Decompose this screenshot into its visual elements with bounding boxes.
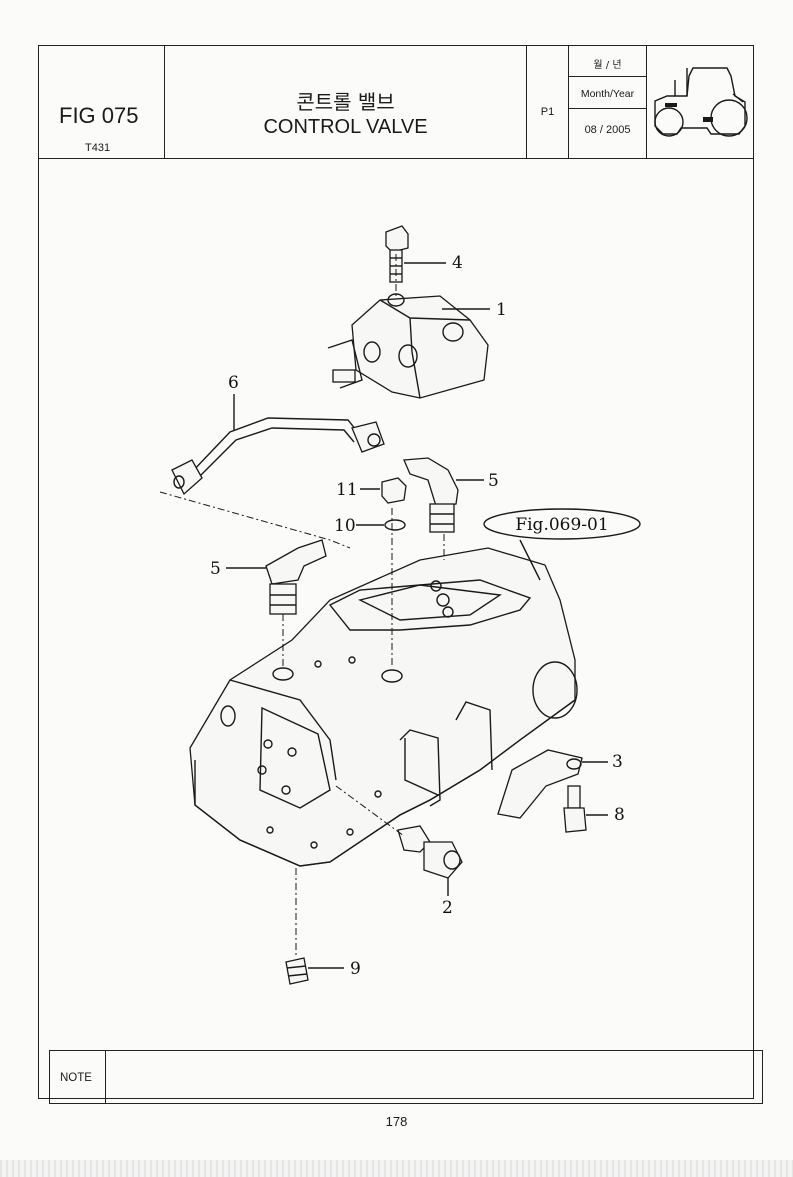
title-cell: 콘트롤 밸브 CONTROL VALVE	[165, 46, 527, 159]
bracket-and-bolt	[497, 749, 587, 833]
figure-reference[interactable]: Fig.069-01	[483, 508, 641, 540]
scan-edge	[0, 1160, 793, 1177]
title-korean: 콘트롤 밸브	[296, 90, 395, 114]
leader-lines	[226, 262, 608, 969]
tractor-icon	[654, 67, 748, 137]
callout-2: 2	[442, 898, 453, 918]
note-row: NOTE	[49, 1050, 763, 1104]
parts-sheet: FIG 075 T431 콘트롤 밸브 CONTROL VALVE P1 월 /…	[38, 45, 763, 1104]
title-english: CONTROL VALVE	[263, 116, 428, 138]
note-label-cell: NOTE	[50, 1051, 106, 1103]
callout-9: 9	[350, 959, 361, 979]
pipe-part	[171, 417, 385, 496]
callout-8: 8	[614, 805, 625, 825]
control-valve-block	[327, 293, 489, 399]
alignment-lines	[159, 254, 445, 958]
tractor-thumbnail-cell	[647, 46, 753, 159]
control-valve-housing	[189, 547, 578, 867]
callout-1: 1	[496, 300, 507, 320]
callout-5-left: 5	[210, 559, 221, 579]
elbow-fitting-right	[403, 457, 459, 533]
callout-5-right: 5	[488, 471, 499, 491]
figure-reference-label: Fig.069-01	[515, 515, 608, 535]
drain-plug	[285, 957, 309, 985]
callout-10: 10	[334, 516, 356, 536]
side-fitting	[397, 825, 463, 879]
callout-11: 11	[336, 480, 358, 500]
date-cell: 월 / 년 Month/Year 08 / 2005	[569, 46, 647, 159]
elbow-fitting-left	[265, 539, 327, 615]
callout-3: 3	[612, 752, 623, 772]
page-number: 178	[385, 1114, 408, 1129]
page-code: P1	[540, 106, 555, 118]
callout-4: 4	[452, 253, 463, 273]
divider	[569, 108, 646, 109]
page-code-cell: P1	[527, 46, 569, 159]
note-label: NOTE	[60, 1072, 92, 1084]
bolt-part	[385, 225, 409, 283]
divider	[569, 76, 646, 77]
figure-number: FIG 075	[59, 103, 139, 128]
date-label-english: Month/Year	[580, 88, 635, 100]
figure-number-cell: FIG 075 T431	[39, 46, 165, 159]
date-label-korean: 월 / 년	[593, 60, 622, 71]
callout-6: 6	[228, 373, 239, 393]
date-value: 08 / 2005	[584, 124, 631, 136]
plug-and-washer	[381, 477, 407, 531]
model-code: T431	[85, 142, 111, 154]
